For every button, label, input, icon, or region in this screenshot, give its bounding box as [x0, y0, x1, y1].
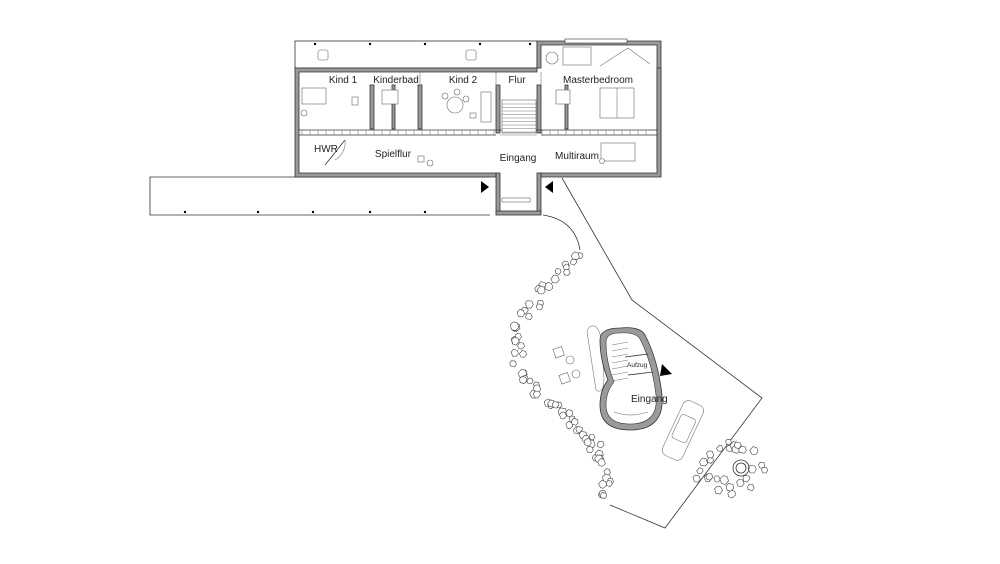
column-dot	[256, 210, 260, 214]
building-walls	[294, 67, 662, 216]
stone	[761, 466, 769, 474]
stone	[559, 411, 567, 420]
stone	[519, 376, 528, 384]
column-dot	[528, 42, 532, 46]
stone	[536, 285, 546, 295]
stone	[532, 390, 541, 399]
stone	[509, 321, 520, 331]
column-dot	[368, 42, 372, 46]
walkway	[149, 176, 490, 216]
stone	[519, 350, 527, 358]
stone	[526, 377, 534, 385]
stone	[570, 258, 578, 266]
stone	[727, 489, 736, 499]
built-in-shelves	[301, 130, 647, 135]
stone	[738, 445, 747, 454]
stone	[696, 467, 704, 475]
table-kind2	[446, 96, 464, 114]
stone	[532, 384, 542, 393]
stone	[586, 445, 594, 454]
column-dot	[423, 210, 427, 214]
entrance-tower: Aufzug Eingang	[586, 325, 668, 431]
stone	[725, 482, 735, 492]
stone	[605, 480, 613, 487]
stone	[550, 274, 560, 284]
stone	[524, 300, 534, 309]
stone	[713, 475, 721, 483]
stone	[551, 401, 560, 409]
stone	[544, 282, 554, 292]
room-label-eingang: Eingang	[500, 153, 537, 164]
stone	[706, 450, 715, 459]
column-dot	[311, 210, 315, 214]
seating	[552, 346, 581, 385]
stone	[525, 313, 533, 320]
room-label-kind2: Kind 2	[449, 75, 478, 86]
room-label-kinderbad: Kinderbad	[373, 75, 419, 86]
stone	[517, 342, 525, 350]
stone	[598, 479, 607, 489]
stone	[516, 309, 526, 318]
tower-label-eingang: Eingang	[631, 394, 668, 405]
stone	[705, 473, 714, 481]
room-label-kind1: Kind 1	[329, 75, 358, 86]
stone	[563, 269, 571, 276]
tower-label-aufzug: Aufzug	[627, 362, 648, 369]
entrance-arrow-left	[481, 181, 489, 193]
stone	[511, 337, 520, 346]
stone	[699, 457, 708, 467]
terrace	[294, 40, 538, 69]
bed-kind1	[301, 87, 327, 105]
stone	[554, 268, 562, 275]
stone	[742, 474, 751, 483]
stone	[596, 440, 605, 449]
stone	[583, 438, 592, 447]
stone	[719, 475, 729, 485]
stone	[570, 418, 579, 426]
staircase	[501, 99, 537, 134]
stone	[747, 465, 757, 474]
room-label-masterbedroom: Masterbedroom	[563, 75, 633, 86]
car	[661, 400, 704, 461]
stone	[565, 409, 574, 417]
stone	[588, 434, 596, 441]
stone-wall	[509, 251, 769, 499]
stone	[736, 478, 745, 487]
stone	[747, 484, 755, 491]
stone	[714, 485, 723, 495]
stone	[749, 446, 759, 455]
stone	[535, 303, 543, 311]
stone	[570, 251, 580, 260]
stone	[603, 468, 611, 476]
room-label-spielflur: Spielflur	[375, 149, 412, 160]
balcony-room	[536, 38, 662, 169]
column-dot	[183, 210, 187, 214]
furniture	[300, 87, 636, 203]
stone	[716, 444, 724, 452]
stone	[510, 349, 519, 357]
column-dot	[423, 42, 427, 46]
room-label-hwr: HWR	[314, 144, 338, 155]
stone	[706, 456, 715, 464]
fountain	[732, 459, 750, 477]
entrance-arrow-tower	[660, 364, 672, 376]
stone	[597, 458, 606, 467]
column-dot	[313, 42, 317, 46]
stone	[509, 360, 517, 368]
table-multiraum	[600, 142, 636, 162]
stone	[725, 438, 732, 446]
column-dot	[368, 210, 372, 214]
entrance-arrow-right	[545, 181, 553, 193]
stone	[692, 474, 701, 483]
site-boundary	[542, 177, 763, 529]
stone	[599, 492, 608, 499]
room-label-flur: Flur	[508, 75, 526, 86]
room-label-multiraum: Multiraum	[555, 151, 599, 162]
column-dot	[478, 42, 482, 46]
